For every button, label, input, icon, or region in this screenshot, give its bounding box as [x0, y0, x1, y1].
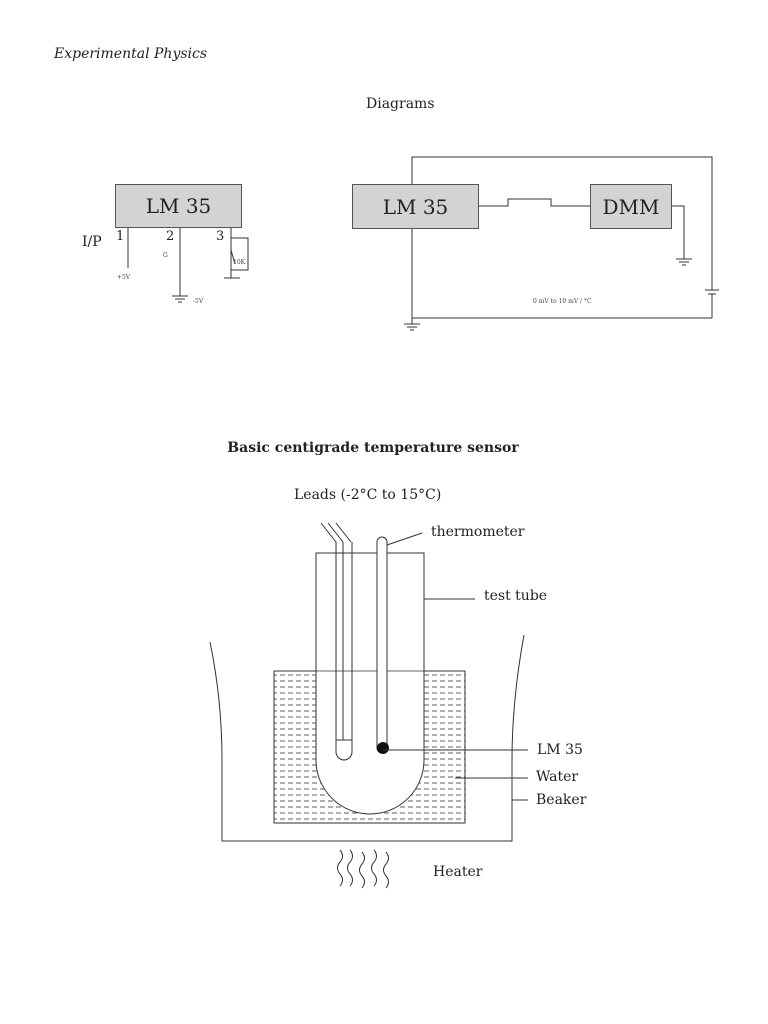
resistor-label: 10K	[233, 259, 246, 266]
left-lm35-chip: LM 35	[115, 184, 242, 228]
dmm-box: DMM	[590, 184, 672, 229]
pin-2-label: 2	[166, 229, 175, 244]
leads-label: Leads (-2°C to 15°C)	[294, 487, 442, 503]
heater-coils	[337, 849, 389, 889]
running-header: Experimental Physics	[54, 46, 208, 62]
heater-label: Heater	[433, 864, 483, 880]
right-chip-label: LM 35	[382, 194, 449, 219]
sensor-bulb	[377, 742, 389, 754]
water-label: Water	[536, 769, 579, 785]
test-tube-label: test tube	[484, 588, 548, 604]
thermometer	[376, 536, 388, 754]
thermometer-label: thermometer	[431, 524, 525, 540]
pin-1-label: 1	[116, 229, 125, 244]
beaker-outline	[209, 634, 525, 842]
pin-1-voltage: +5V	[117, 274, 131, 281]
right-circuit-wires	[404, 156, 719, 331]
beaker-label: Beaker	[536, 792, 587, 808]
ground-voltage: -5V	[193, 298, 204, 305]
sensor-label: LM 35	[537, 742, 583, 758]
dmm-label: DMM	[602, 194, 660, 219]
left-circuit-wires	[127, 228, 249, 303]
section-title: Diagrams	[366, 96, 435, 112]
pin-2-mark: G	[163, 252, 168, 259]
figure-caption: Basic centigrade temperature sensor	[227, 440, 519, 456]
left-chip-label: LM 35	[145, 194, 212, 218]
sensor-leads	[320, 522, 353, 761]
right-lm35-chip: LM 35	[352, 184, 479, 229]
input-label: I/P	[82, 234, 102, 250]
leader-lines	[383, 532, 528, 801]
pin-3-label: 3	[216, 229, 225, 244]
sensitivity-label: 0 mV to 10 mV / °C	[533, 298, 592, 305]
test-tube	[315, 552, 425, 815]
